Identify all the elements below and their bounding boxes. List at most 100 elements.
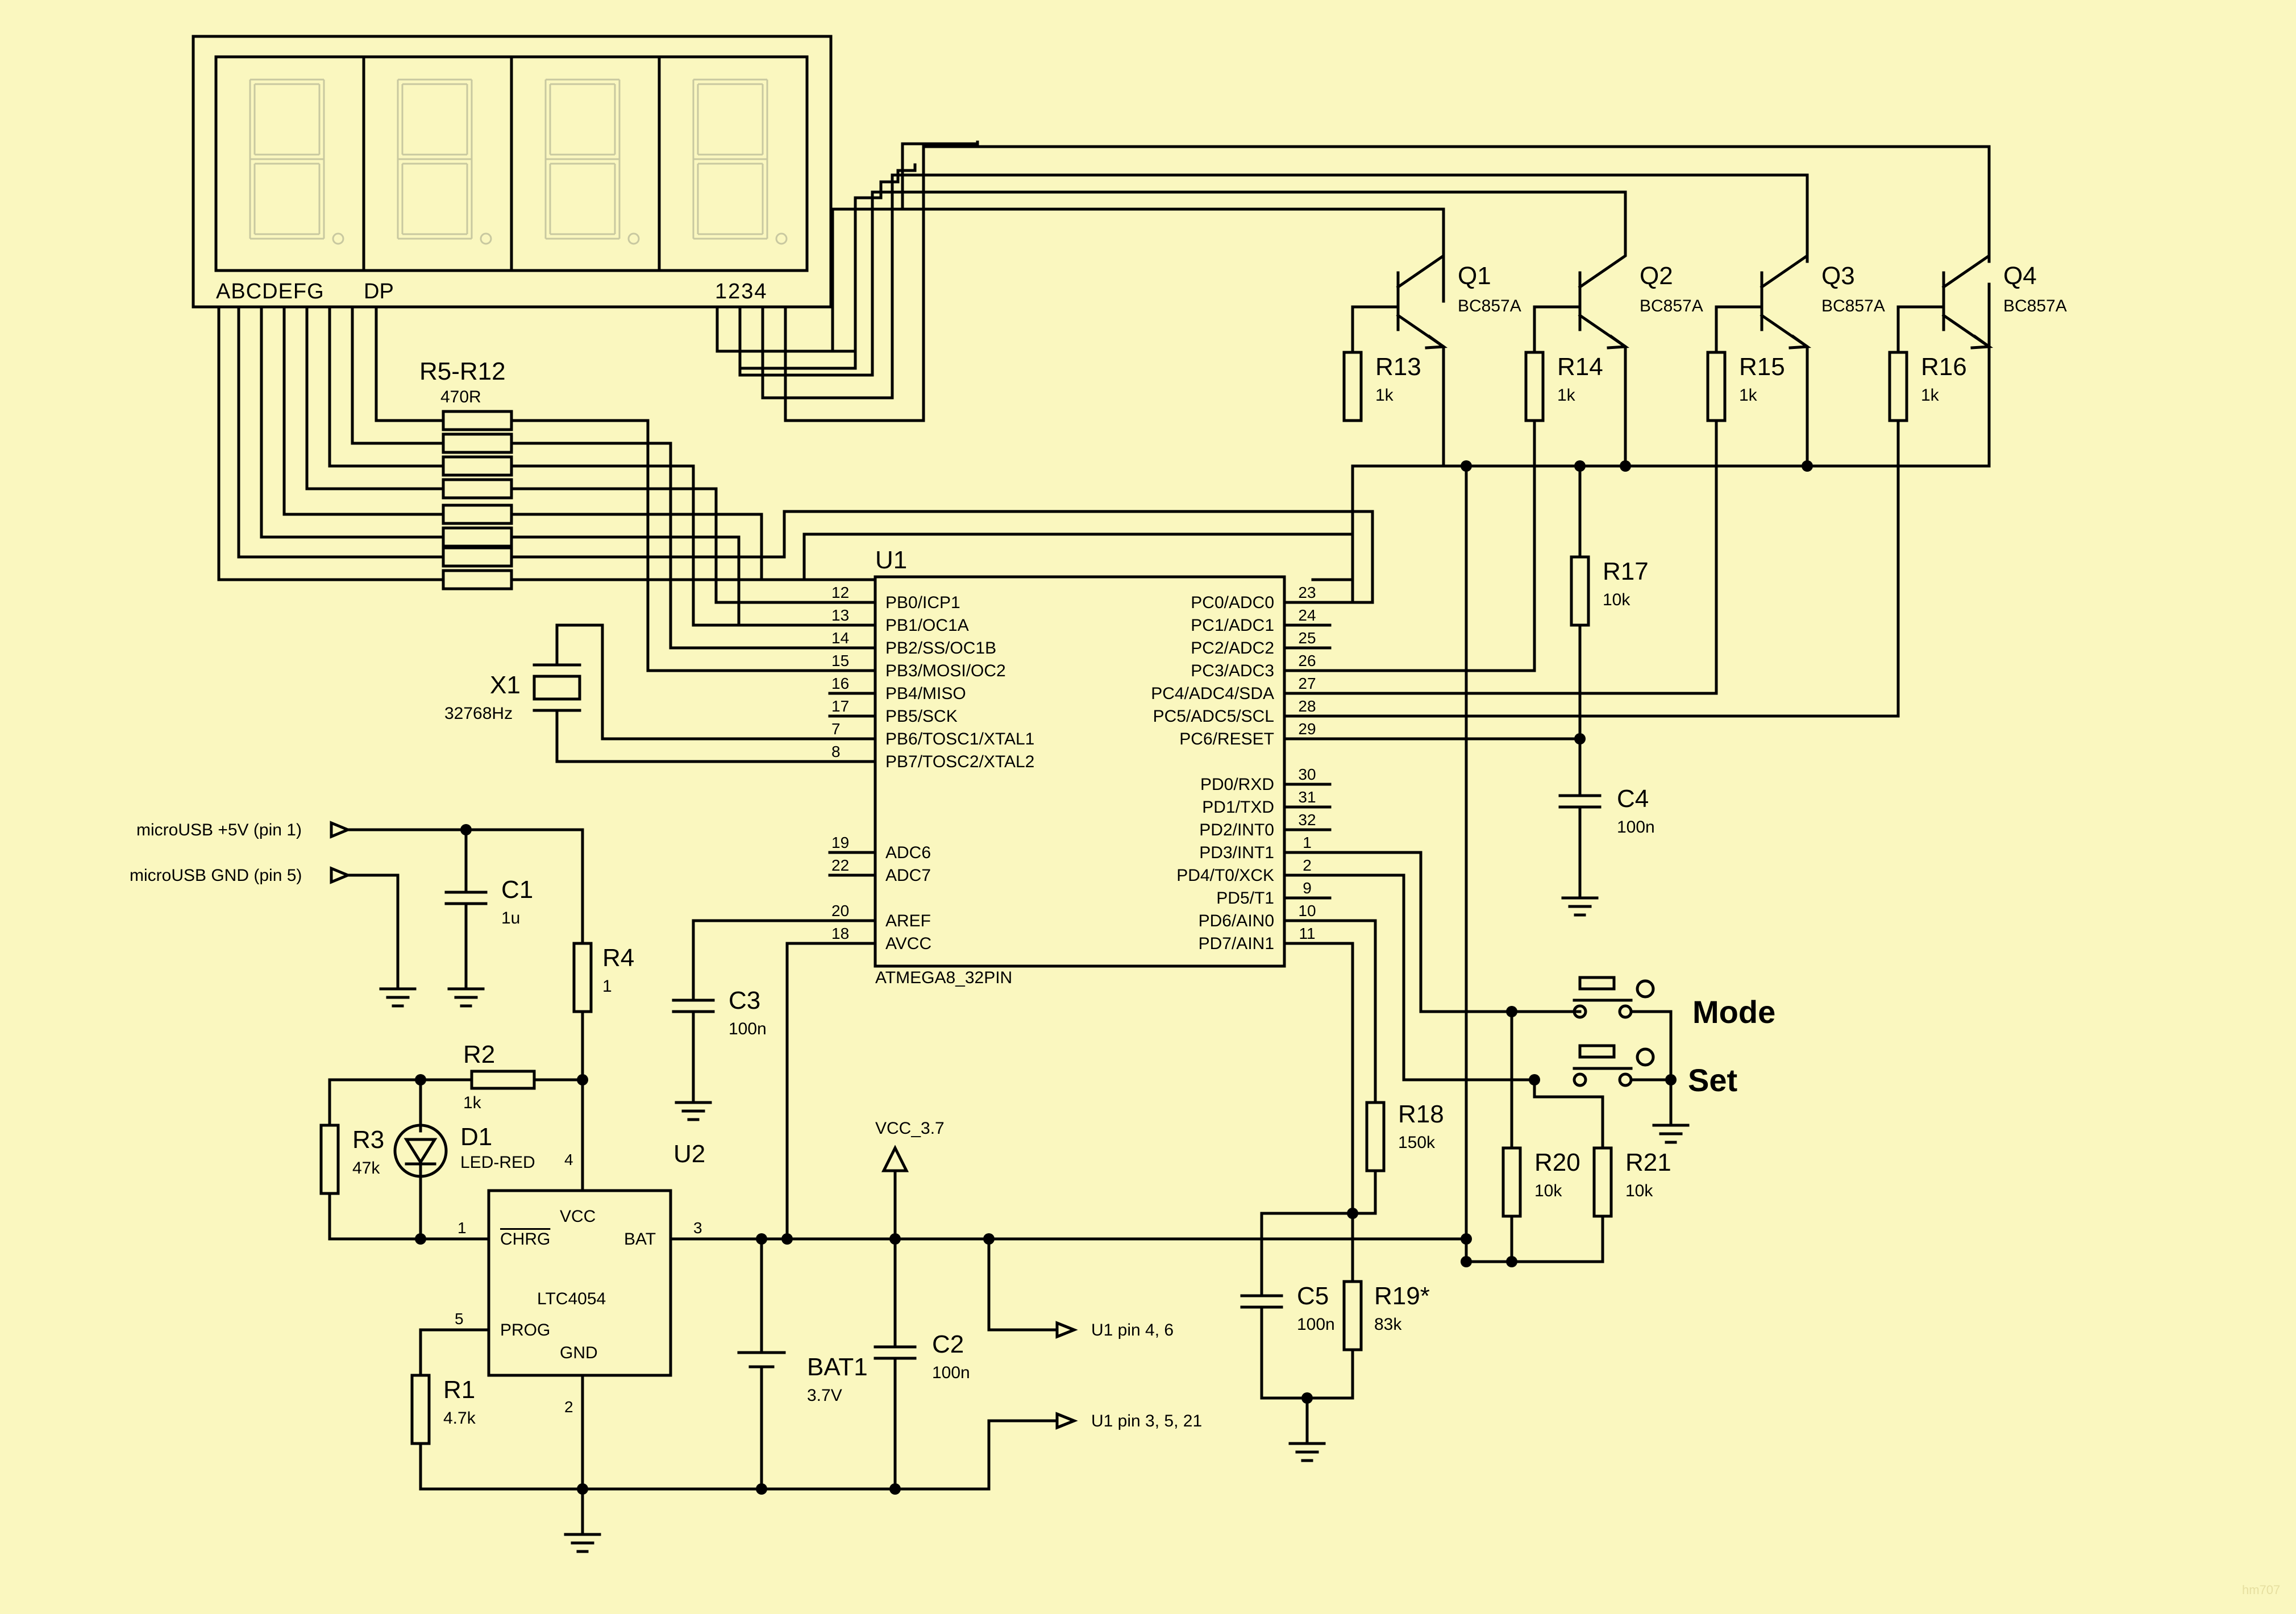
- dp-pin-label: DP: [364, 280, 394, 303]
- mcu-pin-number: 18: [831, 925, 849, 942]
- mcu-pin-name: PD4/T0/XCK: [1176, 866, 1274, 885]
- transistor-part: BC857A: [2003, 297, 2067, 315]
- resistor-array-value: 470R: [440, 388, 481, 406]
- mcu-right-pins: 23PC0/ADC024PC1/ADC125PC2/ADC226PC3/ADC3…: [1151, 584, 1332, 953]
- r4-value: 1: [602, 977, 612, 996]
- mcu-pin-name: ADC7: [885, 866, 931, 885]
- mcu-pin-name: PC2/ADC2: [1191, 639, 1274, 658]
- r2-value: 1k: [463, 1093, 482, 1112]
- mcu-pin-name: PC5/ADC5/SCL: [1153, 707, 1274, 726]
- display-digit: [249, 78, 344, 245]
- display-digit: [544, 78, 640, 245]
- vcc-rail-label: VCC_3.7: [875, 1119, 945, 1138]
- mcu-pin-name: AVCC: [885, 934, 931, 953]
- mcu-pin-name: PB6/TOSC1/XTAL1: [885, 730, 1034, 748]
- mcu-pin-number: 12: [831, 584, 849, 601]
- c1-value: 1u: [501, 909, 520, 927]
- charger-pin-gnd: 2: [564, 1398, 573, 1416]
- charger-pin-vcc: 4: [564, 1151, 573, 1168]
- segment-wires: [217, 305, 445, 581]
- segment-pin-labels: ABCDEFG: [216, 280, 325, 303]
- crystal-x1: X1 32768Hz: [444, 623, 877, 763]
- mcu-pin-name: PD2/INT0: [1199, 821, 1274, 839]
- charger-prog-label: PROG: [500, 1321, 550, 1340]
- charger-part: LTC4054: [537, 1289, 606, 1308]
- r1: R1 4.7k: [410, 1328, 1059, 1553]
- mcu-pin-name: PC0/ADC0: [1191, 593, 1274, 612]
- mcu-pin-name: PB2/SS/OC1B: [885, 639, 996, 658]
- mcu-pin-number: 16: [831, 675, 849, 692]
- mcu-pin-name: PC3/ADC3: [1191, 662, 1274, 680]
- x1-value: 32768Hz: [444, 704, 513, 723]
- mcu-pin-number: 27: [1298, 675, 1316, 692]
- mcu-pin-number: 13: [831, 606, 849, 624]
- mcu-pin-number: 11: [1299, 925, 1315, 942]
- out-vcc-label: U1 pin 4, 6: [1091, 1321, 1174, 1340]
- display-digits: [249, 78, 788, 245]
- r21-value: 10k: [1625, 1182, 1653, 1200]
- mcu-pin-name: PC4/ADC4/SDA: [1151, 684, 1274, 703]
- transistor-part: BC857A: [1821, 297, 1885, 315]
- mcu-pin-number: 22: [831, 856, 849, 874]
- base-resistor-value: 1k: [1557, 386, 1576, 405]
- mcu-pin-number: 24: [1298, 606, 1316, 624]
- digit-pin-labels: 1234: [715, 280, 768, 303]
- mcu-pin-name: PD1/TXD: [1202, 798, 1274, 817]
- c4-ref: C4: [1617, 785, 1649, 813]
- out-gnd-label: U1 pin 3, 5, 21: [1091, 1412, 1202, 1430]
- digit-wires: [716, 145, 1991, 422]
- charger-vcc-label: VCC: [560, 1207, 596, 1226]
- r3-ref: R3: [352, 1126, 384, 1154]
- mcu-pin-number: 19: [831, 834, 849, 851]
- base-resistor-ref: R13: [1375, 353, 1421, 381]
- mcu-pin-number: 29: [1298, 720, 1316, 738]
- resistor-array-ref: R5-R12: [419, 357, 506, 385]
- c5-ref: C5: [1297, 1282, 1329, 1310]
- base-resistor-value: 1k: [1921, 386, 1940, 405]
- d1-ref: D1: [460, 1123, 492, 1151]
- rarray-to-mcu-wires: [510, 419, 1374, 672]
- resistor-array: R5-R12 470R: [419, 357, 513, 590]
- r19-value: 83k: [1374, 1315, 1402, 1334]
- c3-ref: C3: [729, 987, 760, 1014]
- r1-value: 4.7k: [443, 1409, 476, 1428]
- mcu-pin-name: PB7/TOSC2/XTAL2: [885, 752, 1034, 771]
- charger-ic: VCC CHRG BAT PROG GND LTC4054 4 1 3 5 2: [419, 1151, 1025, 1491]
- set-button-label: Set: [1688, 1062, 1737, 1098]
- watermark: hm707: [2242, 1583, 2280, 1597]
- r20-value: 10k: [1534, 1182, 1562, 1200]
- r4-ref: R4: [602, 944, 634, 972]
- r18-ref: R18: [1398, 1100, 1444, 1128]
- mcu-pin-name: PB0/ICP1: [885, 593, 960, 612]
- mcu-pin-number: 31: [1298, 788, 1316, 806]
- usb-plus-label: microUSB +5V (pin 1): [136, 821, 302, 839]
- mcu-pin-number: 8: [831, 743, 841, 760]
- charger-gnd-label: GND: [560, 1343, 598, 1362]
- transistor-part: BC857A: [1458, 297, 1521, 315]
- r17-value: 10k: [1603, 590, 1631, 609]
- c3: C3 100n U2: [672, 919, 877, 1168]
- mcu-pin-name: ADC6: [885, 843, 931, 862]
- r3-value: 47k: [352, 1159, 380, 1178]
- bat1-ref: BAT1: [807, 1353, 868, 1381]
- base-resistor-ref: R15: [1739, 353, 1785, 381]
- charger-chrg-label: CHRG: [500, 1230, 550, 1249]
- base-resistor-ref: R16: [1921, 353, 1967, 381]
- c2-value: 100n: [932, 1363, 970, 1382]
- mcu-pin-number: 14: [831, 629, 849, 647]
- bat1-value: 3.7V: [807, 1386, 842, 1405]
- mcu-left-pins: 12PB0/ICP113PB1/OC1A14PB2/SS/OC1B15PB3/M…: [828, 584, 1034, 953]
